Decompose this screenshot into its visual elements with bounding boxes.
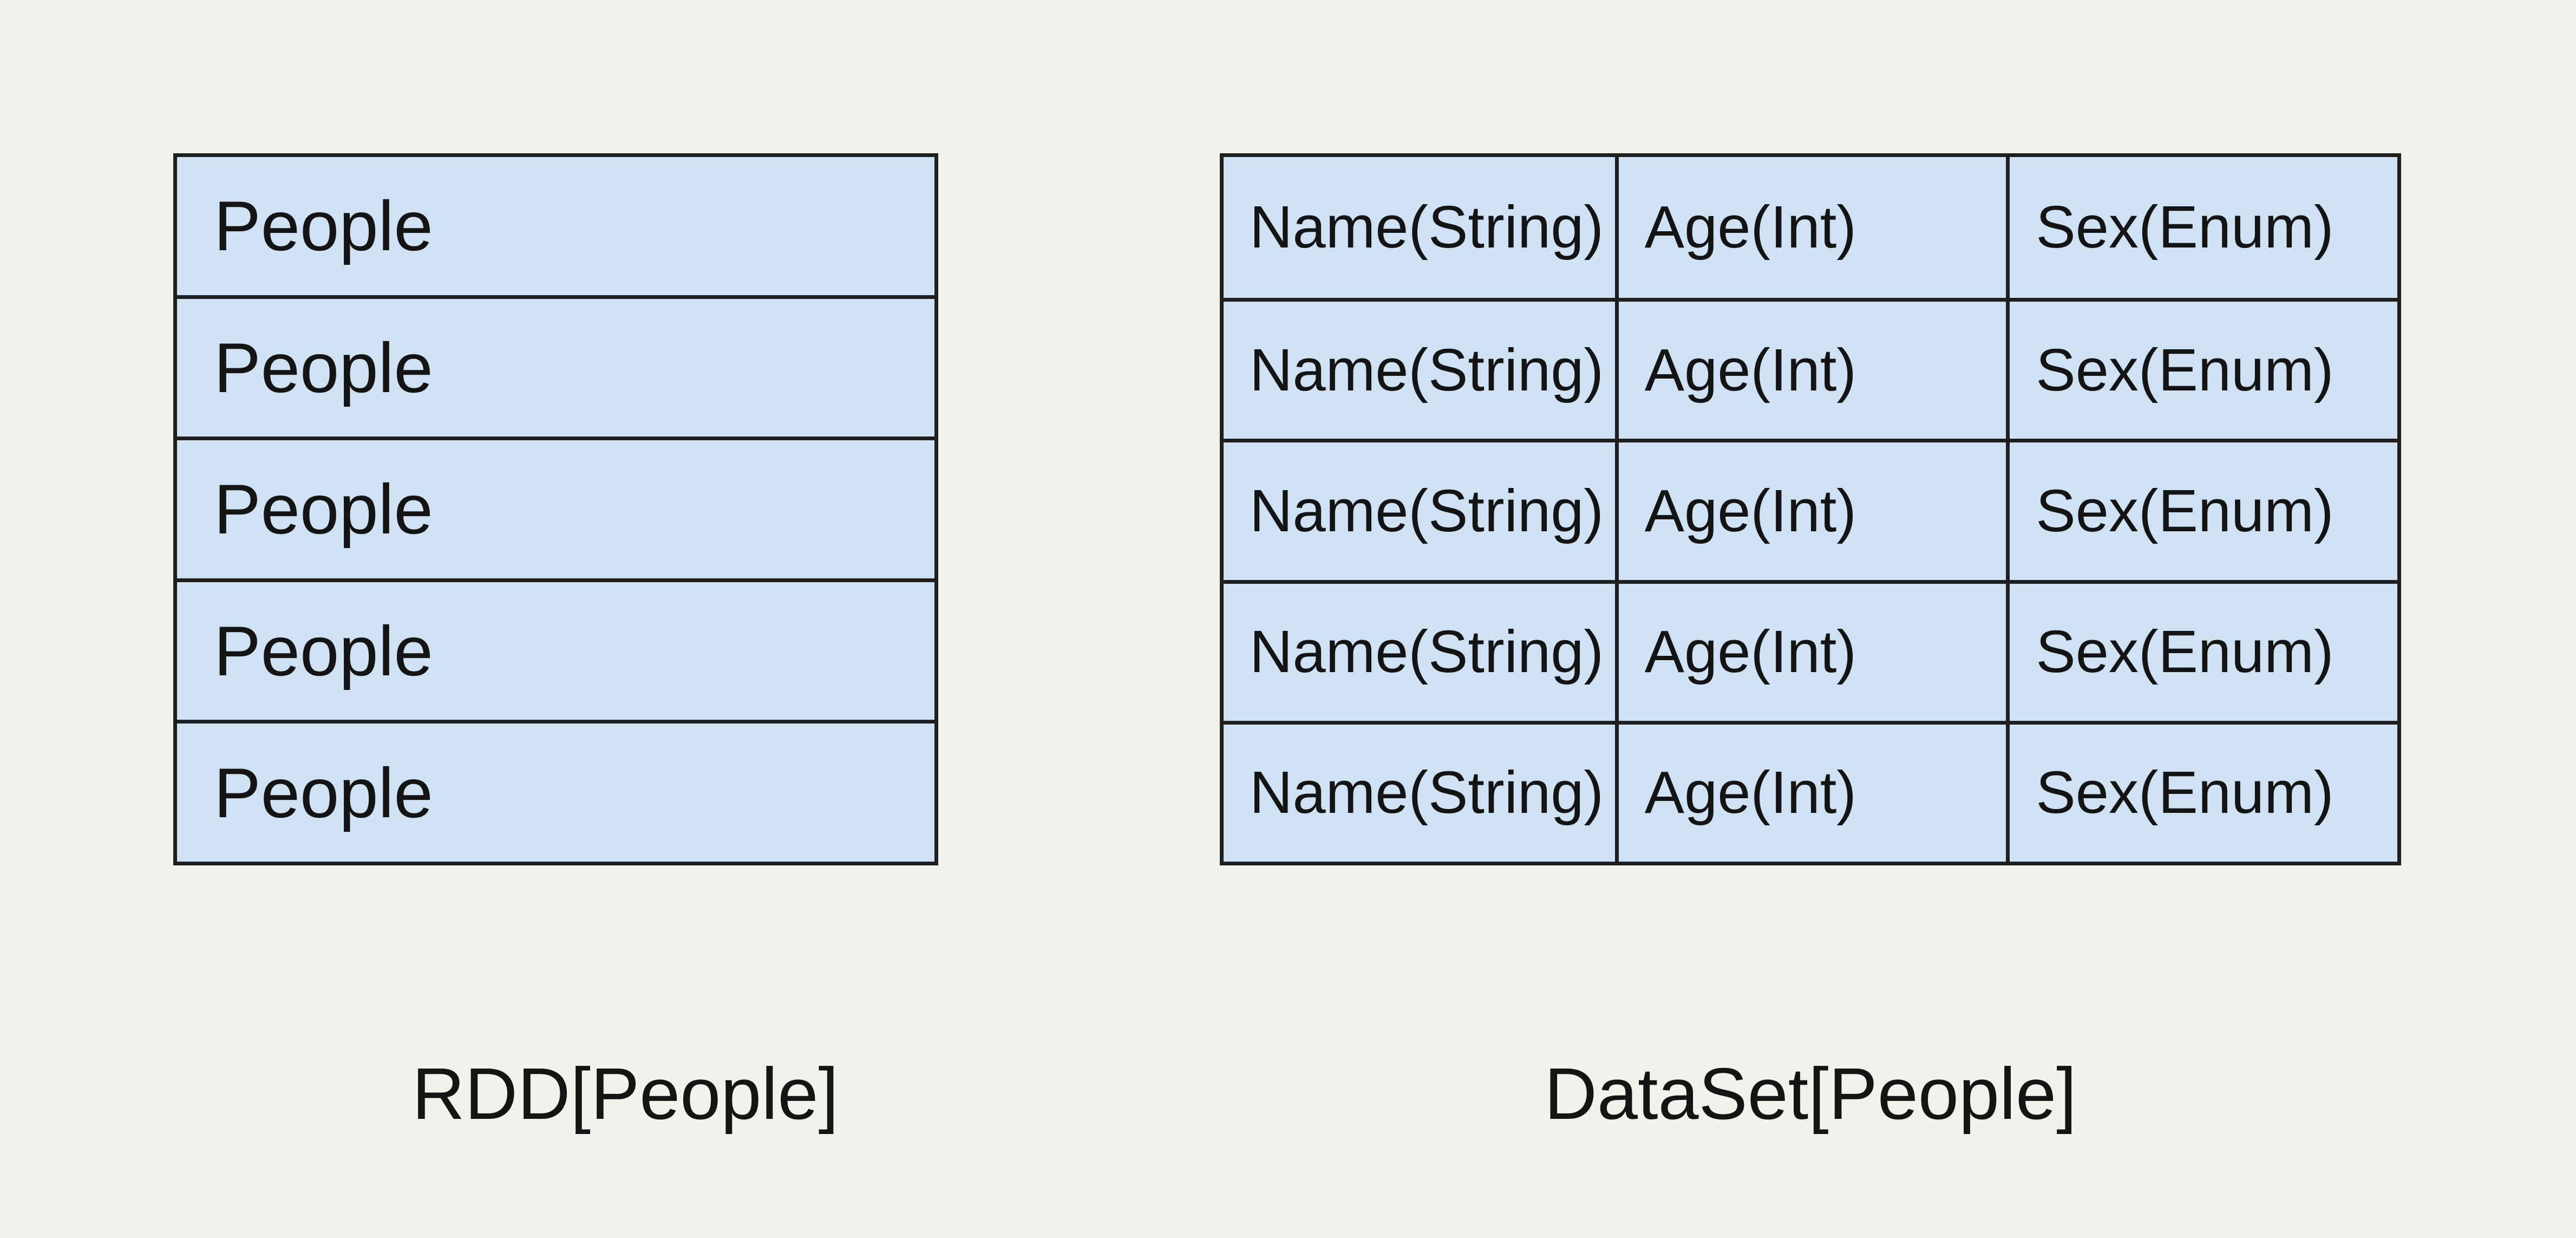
dataset-cell: Name(String) [1224, 579, 1615, 721]
dataset-cell: Name(String) [1224, 439, 1615, 579]
dataset-cell-label: Age(Int) [1644, 477, 1856, 544]
rdd-row-label: People [214, 186, 433, 266]
dataset-cell: Age(Int) [1614, 157, 2006, 298]
dataset-cell: Age(Int) [1614, 720, 2006, 862]
dataset-cell-label: Age(Int) [1644, 618, 1856, 686]
dataset-cell-label: Age(Int) [1644, 336, 1856, 403]
dataset-cell: Sex(Enum) [2006, 298, 2397, 439]
dataset-cell-label: Sex(Enum) [2036, 618, 2334, 686]
dataset-cell: Sex(Enum) [2006, 720, 2397, 862]
rdd-row-label: People [214, 753, 433, 832]
rdd-table: People People People People People [173, 153, 938, 865]
rdd-row: People [177, 157, 934, 295]
dataset-cell: Age(Int) [1614, 439, 2006, 580]
dataset-cell: Sex(Enum) [2006, 157, 2397, 298]
dataset-cell: Sex(Enum) [2006, 579, 2397, 721]
dataset-cell: Name(String) [1224, 298, 1615, 439]
dataset-caption: DataSet[People] [1544, 1053, 2077, 1135]
dataset-cell-label: Age(Int) [1644, 194, 1856, 261]
rdd-row: People [177, 720, 934, 862]
rdd-row: People [177, 578, 934, 720]
rdd-row: People [177, 295, 934, 437]
rdd-row: People [177, 436, 934, 578]
dataset-table: Name(String) Age(Int) Sex(Enum) Name(Str… [1220, 153, 2401, 865]
dataset-cell: Age(Int) [1614, 298, 2006, 439]
dataset-cell-label: Name(String) [1250, 336, 1604, 403]
dataset-cell: Name(String) [1224, 720, 1615, 862]
dataset-cell: Name(String) [1224, 157, 1615, 298]
rdd-row-label: People [214, 470, 433, 549]
dataset-cell-label: Name(String) [1250, 477, 1604, 544]
dataset-cell-label: Sex(Enum) [2036, 336, 2334, 403]
dataset-cell-label: Name(String) [1250, 759, 1604, 826]
dataset-cell-label: Sex(Enum) [2036, 759, 2334, 826]
dataset-cell-label: Name(String) [1250, 194, 1604, 261]
dataset-cell-label: Name(String) [1250, 618, 1604, 686]
dataset-cell-label: Sex(Enum) [2036, 194, 2334, 261]
rdd-caption: RDD[People] [412, 1053, 839, 1135]
dataset-cell: Sex(Enum) [2006, 439, 2397, 580]
dataset-cell-label: Sex(Enum) [2036, 477, 2334, 544]
dataset-cell: Age(Int) [1614, 579, 2006, 721]
rdd-row-label: People [214, 328, 433, 407]
rdd-row-label: People [214, 611, 433, 691]
dataset-cell-label: Age(Int) [1644, 759, 1856, 826]
